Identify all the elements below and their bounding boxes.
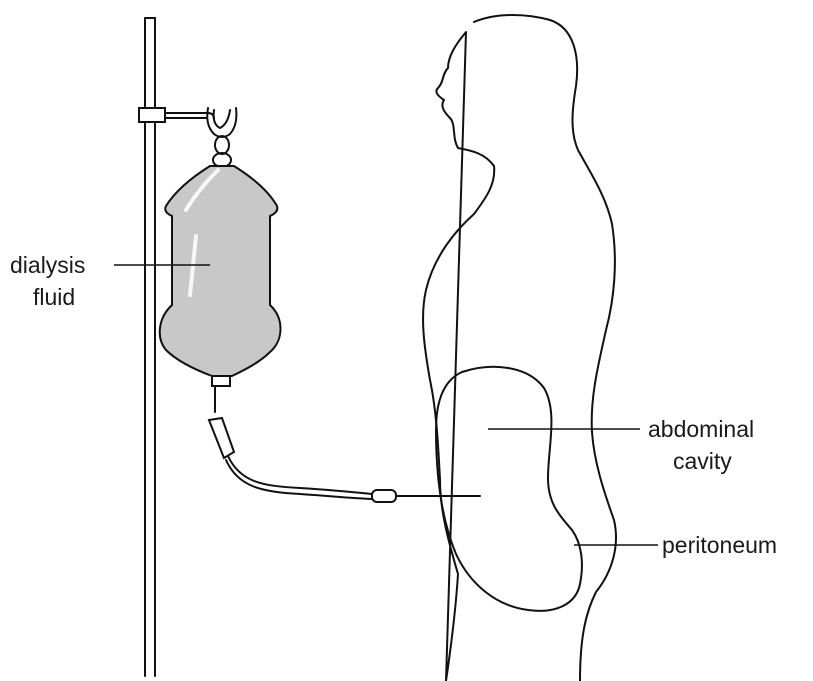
label-fluid: fluid bbox=[33, 284, 75, 310]
human-body-outline bbox=[423, 15, 616, 681]
iv-stand-arm bbox=[139, 108, 214, 122]
catheter-connector bbox=[372, 490, 480, 502]
dialysis-fluid-bag bbox=[160, 166, 281, 386]
label-dialysis: dialysis bbox=[10, 252, 85, 278]
chain-icon bbox=[213, 136, 231, 167]
label-abdominal: abdominal bbox=[648, 416, 754, 442]
hook-icon bbox=[207, 108, 236, 137]
dialysis-tubing bbox=[209, 386, 372, 499]
label-cavity: cavity bbox=[673, 448, 732, 474]
label-peritoneum: peritoneum bbox=[662, 532, 777, 558]
